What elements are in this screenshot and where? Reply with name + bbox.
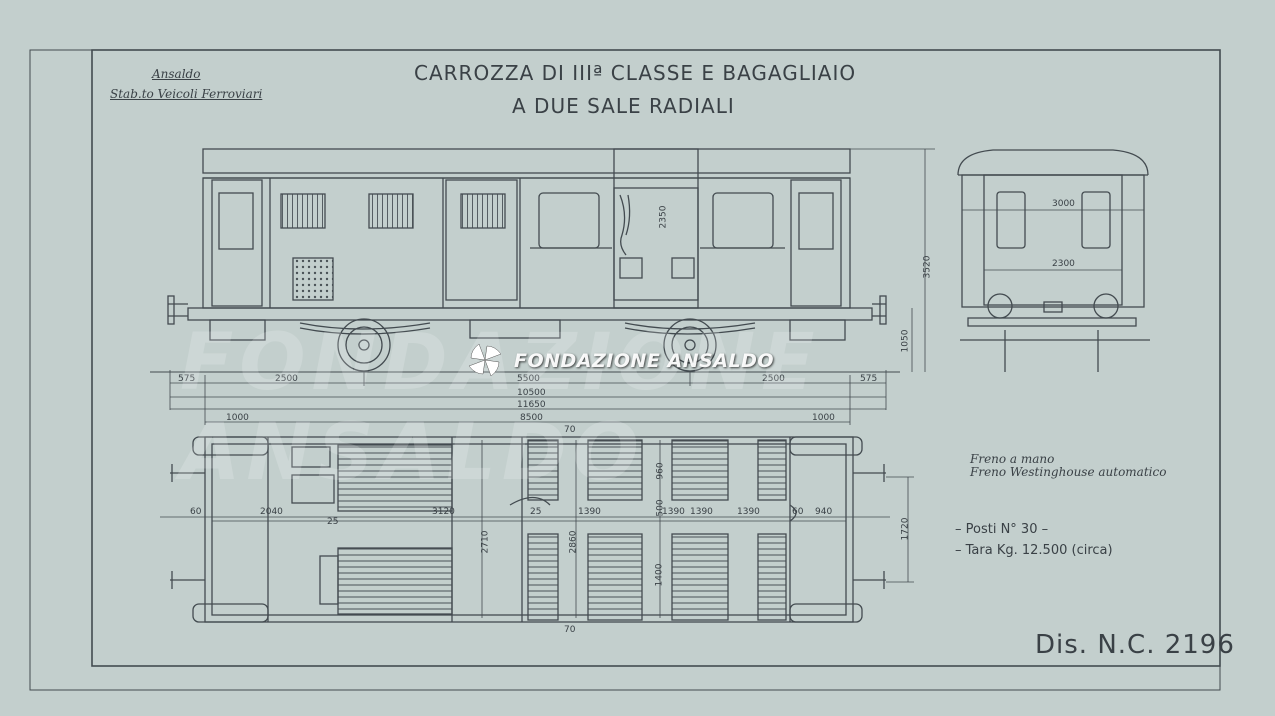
watermark-logo-icon <box>465 340 505 380</box>
note-brake-hand: Freno a mano <box>970 452 1055 466</box>
dim-plan-compartment-a: 3120 <box>432 507 455 517</box>
watermark-label: FONDAZIONE ANSALDO <box>514 350 775 372</box>
dim-plan-right-end: 940 <box>815 507 833 517</box>
dim-plan-width-inner: 2710 <box>480 530 491 554</box>
dim-door-height: 2350 <box>658 205 669 229</box>
dim-plan-left-buffer: 60 <box>190 507 202 517</box>
dim-plan-bottom-mark: 70 <box>564 625 576 635</box>
watermark-ghost-text: FONDAZIONE ANSALDO <box>180 318 821 498</box>
dim-body-width: 2300 <box>1052 259 1075 269</box>
side-view <box>150 148 900 373</box>
dim-plan-bay-3: 1390 <box>690 507 713 517</box>
inner-border <box>91 49 1221 667</box>
dim-right-half: 2500 <box>762 374 785 384</box>
dim-roof-width: 3000 <box>1052 199 1075 209</box>
dim-plan-seat-gap: 25 <box>530 507 542 517</box>
note-brake-westinghouse: Freno Westinghouse automatico <box>970 465 1167 479</box>
dim-plan-bay-4: 1390 <box>737 507 760 517</box>
dim-frame-length: 8500 <box>520 413 543 423</box>
title-line-1: CARROZZA DI IIIª CLASSE E BAGAGLIAIO <box>414 61 857 85</box>
dim-wheelbase: 5500 <box>517 374 540 384</box>
dim-plan-seats-width: 2860 <box>568 530 579 554</box>
dim-left-end: 1000 <box>226 413 249 423</box>
dim-plan-overall-width: 1720 <box>900 517 911 541</box>
plan-view <box>170 436 886 623</box>
dim-plan-bay-2: 1390 <box>662 507 685 517</box>
maker-division: Stab.to Veicoli Ferroviari <box>110 87 263 101</box>
title-line-2: A DUE SALE RADIALI <box>512 94 735 118</box>
dim-overall-length: 11650 <box>517 400 546 410</box>
end-view <box>957 149 1150 372</box>
dim-body-length: 10500 <box>517 388 546 398</box>
dim-plan-center-offset: 500 <box>655 499 666 517</box>
note-seats: – Posti N° 30 – <box>955 522 1049 537</box>
note-tare: – Tara Kg. 12.500 (circa) <box>955 543 1113 558</box>
dim-plan-right-gap: 60 <box>792 507 804 517</box>
side-dimensions <box>169 148 935 425</box>
maker-name: Ansaldo <box>152 67 201 81</box>
dim-plan-aisle-bottom: 1400 <box>654 563 665 587</box>
dim-plan-wall: 25 <box>327 517 339 527</box>
dim-right-overhang: 575 <box>860 374 878 384</box>
dim-right-end: 1000 <box>812 413 835 423</box>
dim-plan-bay-1: 1390 <box>578 507 601 517</box>
dim-plan-top-mark: 70 <box>564 425 576 435</box>
dim-plan-baggage: 2040 <box>260 507 283 517</box>
dim-left-overhang: 575 <box>178 374 196 384</box>
drawing-number: Dis. N.C. 2196 <box>1035 630 1235 660</box>
dim-total-height: 3520 <box>922 255 933 279</box>
plan-dimensions <box>160 440 914 618</box>
dim-left-half: 2500 <box>275 374 298 384</box>
